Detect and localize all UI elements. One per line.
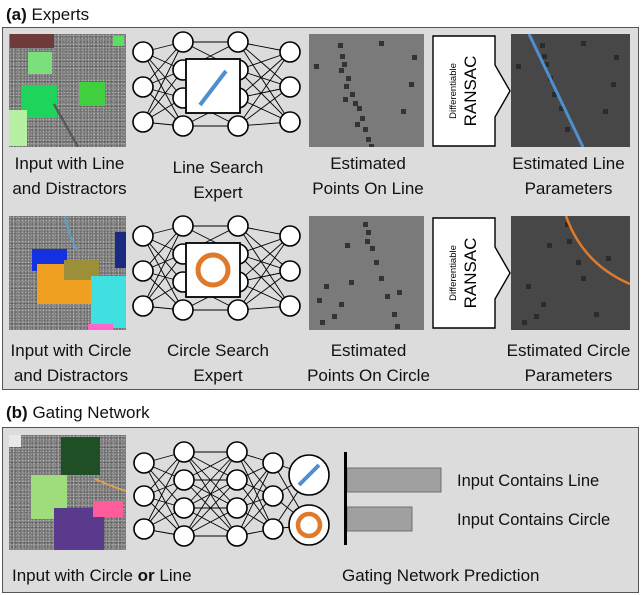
circle-ransac-small-label: Differentiable xyxy=(448,245,459,301)
gating-input-caption-post: Line xyxy=(154,566,192,585)
gating-circle-icon xyxy=(295,511,323,539)
line-icon xyxy=(198,69,228,107)
section-a-letter: (a) xyxy=(6,5,27,24)
gating-bar-1 xyxy=(347,467,442,493)
line-ransac-small-label: Differentiable xyxy=(448,63,459,119)
circle-ransac-label: RANSAC xyxy=(461,238,480,309)
section-a-title: Experts xyxy=(31,5,90,24)
line-input-caption: Input with Line and Distractors xyxy=(12,154,127,198)
gating-prediction-caption: Gating Network Prediction xyxy=(342,566,540,585)
gating-input-caption-bold: or xyxy=(137,566,155,585)
gating-divider xyxy=(344,452,347,545)
line-expert-network xyxy=(132,31,301,137)
line-params-caption: Estimated Line Parameters xyxy=(512,154,625,198)
circle-icon xyxy=(195,252,231,288)
gating-input-caption: Input with Circle or Line xyxy=(12,564,192,588)
circle-input-caption: Input with Circle and Distractors xyxy=(10,341,132,385)
line-ransac-label: RANSAC xyxy=(461,56,480,127)
circle-expert-network xyxy=(132,215,301,321)
gating-bar-2 xyxy=(347,506,413,532)
circle-input-image xyxy=(9,216,126,330)
gating-network xyxy=(133,441,330,547)
circle-params-image xyxy=(511,216,630,330)
gating-input-caption-pre: Input with Circle xyxy=(12,566,138,585)
line-points-image xyxy=(309,34,424,147)
circle-params-caption: Estimated Circle Parameters xyxy=(506,341,631,385)
line-ransac-arrow: Differentiable RANSAC xyxy=(432,35,511,147)
section-b-label: (b) Gating Network xyxy=(6,403,150,423)
gating-line-icon xyxy=(297,463,321,487)
circle-points-image xyxy=(309,216,424,330)
line-params-image xyxy=(511,34,630,147)
line-points-caption: Estimated Points On Line xyxy=(312,154,424,198)
circle-points-caption: Estimated Points On Circle xyxy=(307,341,430,385)
section-a-label: (a) Experts xyxy=(6,5,89,25)
section-b-letter: (b) xyxy=(6,403,28,422)
line-input-image xyxy=(9,34,126,147)
section-b-title: Gating Network xyxy=(32,403,150,422)
circle-ransac-arrow: Differentiable RANSAC xyxy=(432,217,511,329)
gating-bar-label-2: Input Contains Circle xyxy=(457,511,610,529)
line-expert-caption: Line Search Expert xyxy=(172,158,264,202)
circle-expert-caption: Circle Search Expert xyxy=(166,341,270,385)
gating-bar-label-1: Input Contains Line xyxy=(457,472,599,490)
gating-input-image xyxy=(9,435,126,550)
